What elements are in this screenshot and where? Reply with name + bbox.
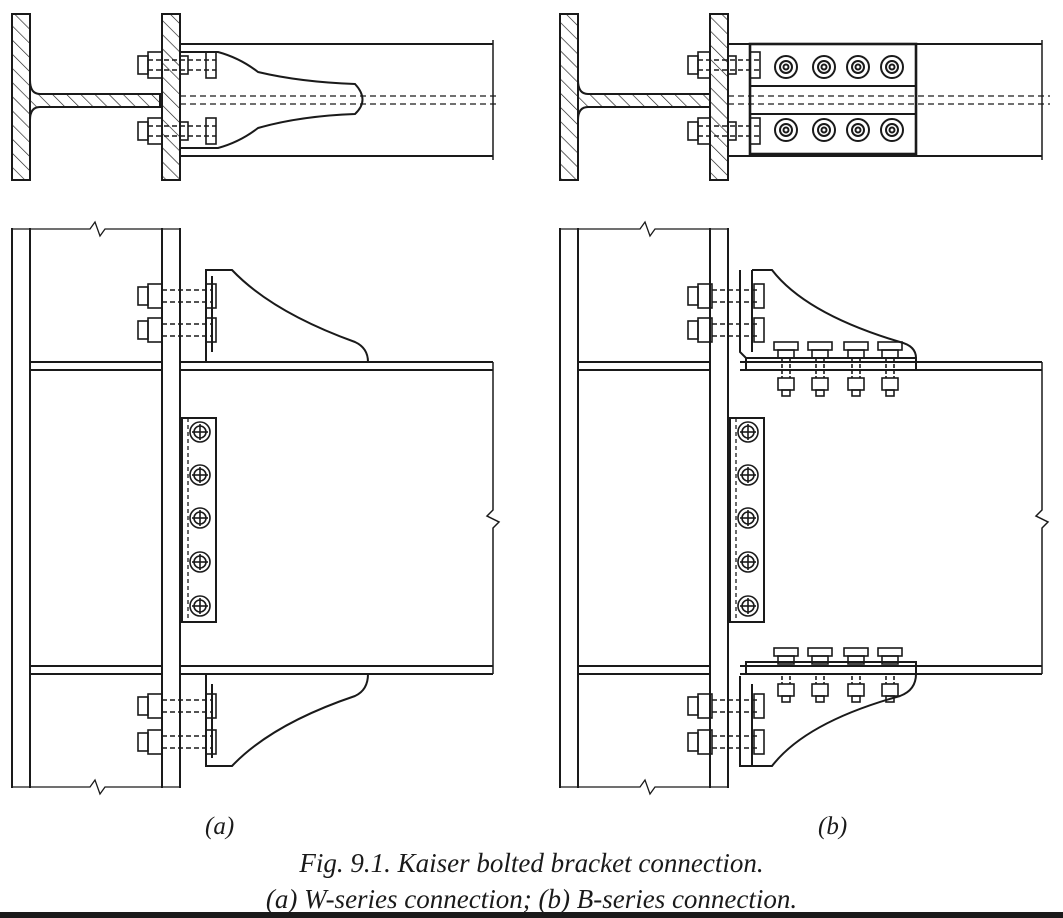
shear-tab-bolt — [737, 421, 759, 443]
column-bolt — [137, 696, 149, 716]
flange-bolt — [843, 341, 869, 351]
flange-bolt — [807, 341, 833, 351]
flange-bolt — [877, 341, 903, 351]
flange-bolt — [877, 647, 903, 657]
column-bolt — [687, 696, 699, 716]
plan-view-a — [11, 13, 500, 181]
flange-bolt — [773, 647, 799, 657]
bolt-head-plan — [774, 118, 798, 142]
shear-tab-bolt — [189, 421, 211, 443]
column-bolt — [687, 732, 699, 752]
column-bolt — [137, 320, 149, 340]
column-bolt — [137, 286, 149, 306]
elevation-view-a — [11, 220, 501, 796]
shear-tab-bolt — [737, 464, 759, 486]
column-bolt — [687, 320, 699, 340]
bolt-head-plan — [846, 55, 870, 79]
bolt-head-plan — [812, 55, 836, 79]
panel-label-b: (b) — [818, 813, 848, 840]
column-bolt — [687, 286, 699, 306]
bolt-head-plan — [774, 55, 798, 79]
shear-tab-bolt — [737, 507, 759, 529]
bolt-head-plan — [880, 118, 904, 142]
plan-view-b — [559, 13, 1050, 181]
shear-tab-bolt — [189, 551, 211, 573]
column-bolt — [137, 732, 149, 752]
flange-bolt — [807, 647, 833, 657]
flange-bolt — [843, 647, 869, 657]
shear-tab-bolt — [737, 551, 759, 573]
shear-tab-bolt — [189, 464, 211, 486]
shear-tab-bolt — [189, 595, 211, 617]
elevation-view-b — [559, 220, 1050, 796]
figure-caption-title: Fig. 9.1. Kaiser bolted bracket connecti… — [299, 848, 764, 878]
bolt-head-plan — [812, 118, 836, 142]
bolt-head-plan — [846, 118, 870, 142]
shear-tab-bolt — [737, 595, 759, 617]
bolt-head-plan — [880, 55, 904, 79]
shear-tab-bolt — [189, 507, 211, 529]
flange-bolt — [773, 341, 799, 351]
bottom-rule — [0, 912, 1063, 918]
figure-caption-subtitle: (a) W-series connection; (b) B-series co… — [265, 884, 798, 914]
panel-label-a: (a) — [205, 813, 235, 840]
